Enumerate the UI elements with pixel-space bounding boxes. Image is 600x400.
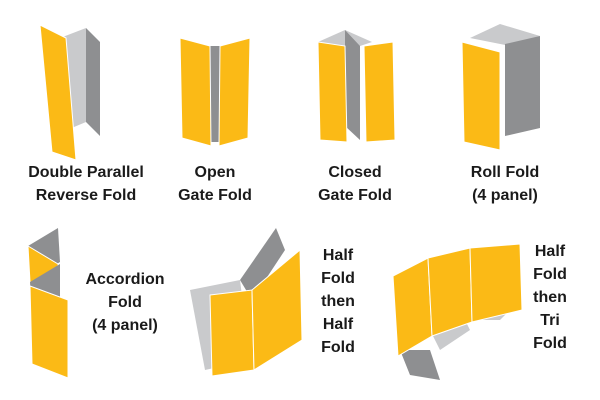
label-line: Half bbox=[322, 316, 354, 333]
label-line: Fold bbox=[321, 339, 355, 356]
closed-gate-fold-illustration bbox=[317, 30, 396, 143]
open-gate-fold-illustration bbox=[179, 37, 251, 147]
fold-label-half-tri: Half Fold then Tri Fold bbox=[520, 240, 580, 355]
label-line: Fold bbox=[108, 294, 142, 311]
label-line: then bbox=[321, 293, 355, 310]
accordion-fold-illustration bbox=[27, 228, 69, 379]
label-line: Fold bbox=[533, 266, 567, 283]
label-line: Half bbox=[322, 247, 354, 264]
fold-label-open-gate: Open Gate Fold bbox=[160, 161, 270, 207]
half-fold-then-half-fold-illustration bbox=[190, 228, 303, 377]
label-line: Gate Fold bbox=[178, 187, 252, 204]
label-line: Half bbox=[534, 243, 566, 260]
fold-label-double-parallel-reverse: Double Parallel Reverse Fold bbox=[11, 161, 161, 207]
double-parallel-reverse-fold-illustration bbox=[39, 24, 100, 161]
label-line: Closed bbox=[328, 164, 382, 181]
fold-label-roll: Roll Fold (4 panel) bbox=[450, 161, 560, 207]
label-line: Double Parallel bbox=[28, 164, 144, 181]
label-line: Fold bbox=[533, 335, 567, 352]
fold-label-closed-gate: Closed Gate Fold bbox=[300, 161, 410, 207]
label-line: Gate Fold bbox=[318, 187, 392, 204]
label-line: (4 panel) bbox=[472, 187, 538, 204]
fold-label-accordion: Accordion Fold (4 panel) bbox=[70, 268, 180, 337]
label-line: Accordion bbox=[85, 271, 165, 288]
half-fold-then-tri-fold-illustration bbox=[392, 243, 523, 380]
label-line: Tri bbox=[540, 312, 560, 329]
label-line: Roll Fold bbox=[470, 164, 540, 181]
label-line: then bbox=[533, 289, 567, 306]
roll-fold-illustration bbox=[461, 24, 540, 151]
fold-label-half-half: Half Fold then Half Fold bbox=[308, 244, 368, 359]
label-line: (4 panel) bbox=[92, 317, 158, 334]
label-line: Fold bbox=[321, 270, 355, 287]
label-line: Reverse Fold bbox=[35, 187, 137, 204]
label-line: Open bbox=[194, 164, 236, 181]
